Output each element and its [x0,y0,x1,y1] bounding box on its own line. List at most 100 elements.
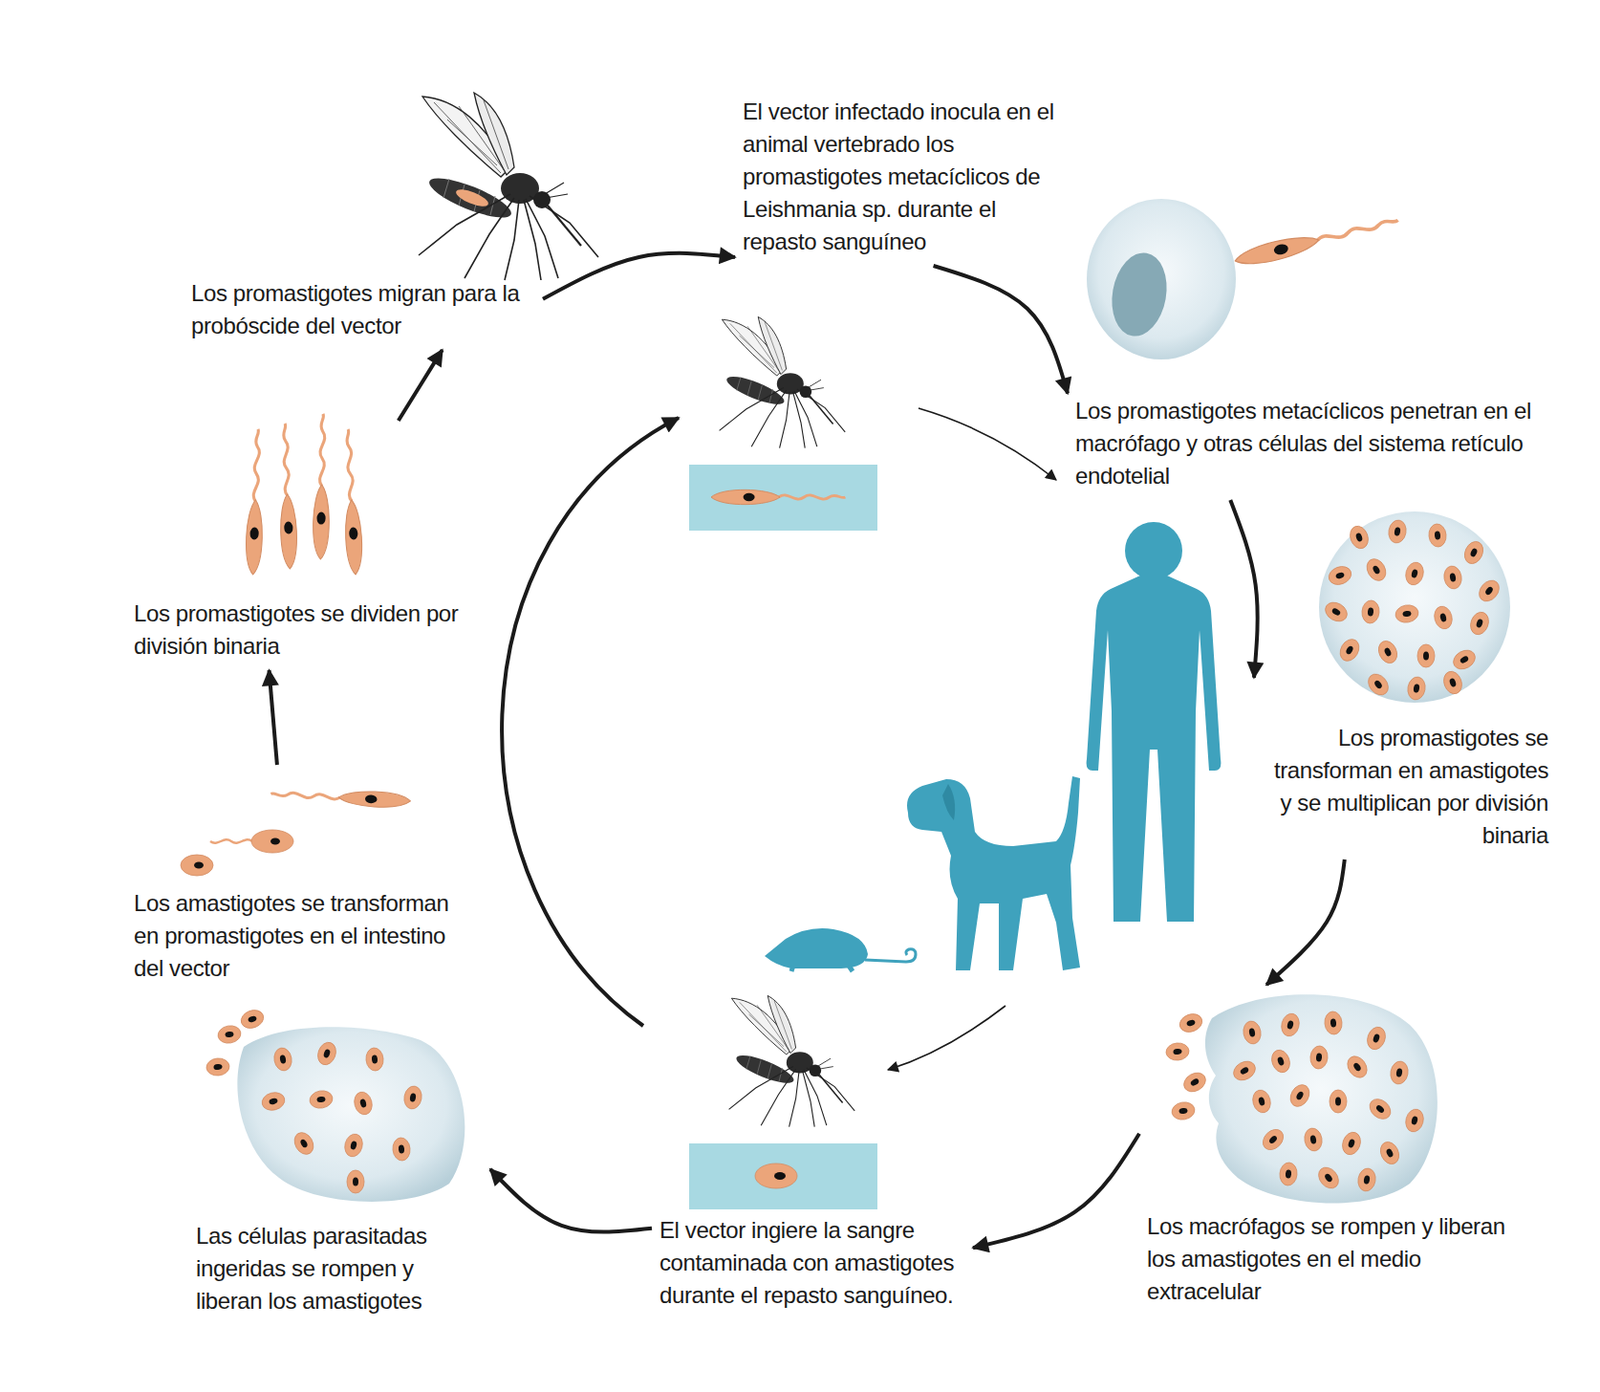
promastigote-flagellum [210,839,253,843]
amastigote [1321,598,1351,626]
amastigote [1405,675,1428,702]
amastigote [314,1039,339,1068]
opossum-body [764,928,868,969]
dog-silhouette [907,776,1081,971]
amastigote [346,1169,365,1193]
stage-caption: El vector infectado inocula en el animal… [735,95,1066,266]
amastigote [1388,1059,1410,1086]
amastigote [1394,603,1421,625]
amastigote [1440,669,1465,697]
caption-text: Los promastigotes se transforman en amas… [1261,721,1549,852]
opossum-tail [864,949,916,962]
amastigote [402,1084,424,1111]
amastigote [1403,560,1427,587]
promastigote [270,785,411,809]
amastigote [1386,518,1408,545]
amastigote [216,1023,243,1045]
caption-text: Los amastigotes se transforman en promas… [133,886,478,985]
amastigote [1302,1126,1324,1153]
bursting-macrophage [1205,994,1438,1203]
macrophage [1086,198,1236,360]
opossum-silhouette [764,928,916,972]
promastigote-nucleus [270,838,281,845]
promastigote [340,429,365,576]
amastigote [1278,1161,1298,1186]
mosquito [719,316,846,448]
amastigote [1268,1047,1293,1076]
amastigote [1286,1081,1314,1110]
amastigote [1375,637,1401,666]
thin-arrow [918,408,1057,480]
caption-text: El vector infectado inocula en el animal… [742,95,1059,259]
amastigote [1377,1138,1403,1167]
infection-spot [454,186,491,211]
cycle-arrow [490,1168,652,1233]
mosquito [418,92,599,281]
stage-caption: Los amastigotes se transforman en promas… [126,764,486,993]
amastigote [1177,1010,1206,1035]
amastigote [1474,576,1503,606]
thin-arrow [887,1005,1006,1070]
amastigote [1363,670,1392,699]
human-body [1086,575,1222,922]
amastigote [272,1046,294,1073]
amastigote [1343,1052,1372,1082]
amastigote [1365,1094,1395,1123]
amastigote [1461,538,1487,566]
stage-caption: Las células parasitadas ingeridas se rom… [188,1013,491,1325]
amastigote [1170,1100,1197,1122]
promastigote [277,423,299,570]
caption-text: Los promastigotes metacíclicos penetran … [1075,394,1554,493]
amastigote [238,1006,267,1031]
blood-strip [689,464,878,531]
amastigote [1258,1124,1288,1154]
cycle-arrow [1230,499,1257,678]
amastigote [1250,1087,1274,1115]
amastigote [1326,562,1355,587]
cycle-arrow [398,349,443,421]
amastigote [205,1057,230,1077]
amastigote [1329,1089,1347,1113]
cycle-arrow [542,253,736,300]
promastigote [1232,211,1401,270]
stage-caption: Los macrófagos se rompen y liberan los a… [1139,984,1537,1316]
stage-caption: Los promastigotes migran para la probósc… [183,277,543,350]
promastigote [312,413,331,560]
amastigote [1323,1010,1343,1035]
mosquito [729,994,856,1126]
amastigote [365,1046,385,1071]
caption-text: Las células parasitadas ingeridas se rom… [195,1219,483,1318]
stage-caption: Los promastigotes metacíclicos penetran … [1067,186,1561,500]
amastigote-nucleus [194,862,204,869]
amastigote [351,1089,375,1117]
amastigote [1449,646,1479,673]
amastigote [1241,1019,1263,1046]
caption-text: Los promastigotes se dividen por divisió… [133,597,459,663]
amastigote [1346,523,1371,552]
amastigote [342,1131,366,1159]
caption-text: El vector ingiere la sangre contaminada … [659,1213,966,1312]
human-head [1124,521,1183,580]
amastigote [308,1088,335,1110]
amastigote [1427,522,1448,547]
amastigote [1362,555,1390,584]
blood-strip [689,1143,878,1210]
stage-caption: Los promastigotes se dividen por divisió… [126,420,467,671]
amastigote [1363,1024,1388,1053]
amastigote-body [755,1163,798,1189]
amastigote [1339,1129,1363,1158]
amastigote [1417,644,1435,668]
amastigote [1336,635,1363,665]
opossum-legs [791,965,853,972]
cycle-arrow [269,670,278,765]
stage-caption: Los promastigotes se transforman en amas… [1254,516,1557,860]
cycle-arrow [972,1133,1140,1249]
amastigote-body [180,854,214,876]
amastigote [1314,1163,1342,1192]
dog-ear [942,783,955,821]
amastigote [1230,1057,1259,1084]
ingested-cell [237,1026,465,1202]
promastigote [244,429,266,576]
amastigote [1431,604,1455,631]
promastigote [711,489,845,504]
